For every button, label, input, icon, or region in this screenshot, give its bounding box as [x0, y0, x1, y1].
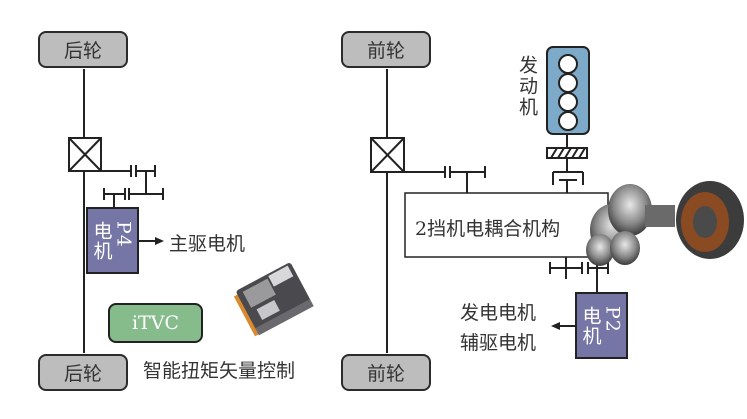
coupling-box	[404, 192, 609, 258]
engine-cylinder	[558, 111, 578, 131]
itvc-box: iTVC	[108, 303, 203, 343]
engine-icon	[546, 46, 590, 135]
rear-wheel-top: 后轮	[38, 31, 128, 68]
p2-motor: P2 电机	[575, 292, 628, 359]
rear-gear-train-icon	[101, 165, 164, 208]
p2-gear-train-icon	[549, 257, 609, 292]
p2-motor-label: P2 电机	[580, 306, 624, 346]
p4-motor-sub: 电机	[90, 220, 113, 261]
p2-motor-sub: 电机	[579, 305, 602, 346]
front-differential-icon	[370, 137, 405, 173]
rear-differential-icon	[68, 137, 102, 172]
itvc-label: iTVC	[131, 312, 179, 334]
rear-wheel-top-label: 后轮	[63, 40, 102, 62]
front-wheel-top: 前轮	[341, 31, 431, 68]
front-gear-train-icon	[404, 166, 486, 193]
p4-motor: P4 电机	[86, 207, 139, 274]
p4-motor-name: P4	[112, 220, 135, 248]
p2-role-generator: 发电电机	[460, 302, 537, 324]
p4-arrow-head	[155, 237, 164, 245]
p2-arrow-head	[551, 322, 560, 330]
engine-label: 发动机	[516, 55, 538, 118]
p2-motor-name: P2	[601, 305, 624, 333]
rear-wheel-bottom: 后轮	[38, 354, 128, 391]
itvc-description: 智能扭矩矢量控制	[143, 360, 296, 382]
front-wheel-top-label: 前轮	[366, 40, 405, 62]
p4-motor-label: P4 电机	[91, 221, 135, 261]
rear-wheel-bottom-label: 后轮	[63, 363, 102, 385]
front-wheel-bottom: 前轮	[341, 354, 431, 391]
p2-role-aux-drive: 辅驱电机	[460, 332, 537, 354]
front-wheel-bottom-label: 前轮	[366, 363, 405, 385]
p4-motor-role: 主驱电机	[169, 233, 246, 255]
coupling-label: 2挡机电耦合机构	[415, 218, 561, 240]
clutch-icon	[552, 171, 584, 193]
